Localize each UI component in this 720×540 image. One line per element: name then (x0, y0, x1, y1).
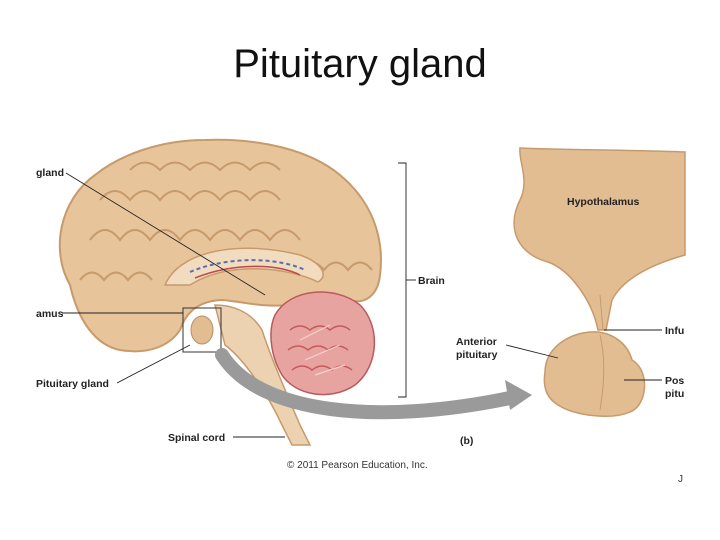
label-pineal-gland: gland (36, 167, 64, 179)
hypothalamus-pituitary-detail (513, 147, 686, 417)
transition-arrow (215, 348, 532, 420)
label-posterior-line1: Pos (665, 375, 684, 387)
label-infundibulum: Infu (665, 325, 684, 337)
label-spinal-cord: Spinal cord (168, 432, 225, 444)
pineal-leader (65, 172, 266, 296)
label-pituitary-gland: Pituitary gland (36, 378, 109, 390)
anterior-leader (505, 344, 559, 359)
label-posterior-line2: pitu (665, 388, 684, 400)
cerebellum (270, 291, 376, 396)
edge-mark: J (678, 474, 683, 485)
hypothalamus-region (190, 315, 214, 345)
label-hypothalamus-left: amus (36, 308, 64, 320)
copyright-notice: © 2011 Pearson Education, Inc. (287, 460, 428, 471)
pituitary-inset-box (182, 307, 222, 353)
label-panel-b: (b) (460, 435, 473, 447)
brain-bracket (398, 162, 407, 398)
page-title: Pituitary gland (233, 42, 487, 86)
label-hypothalamus-right: Hypothalamus (567, 196, 640, 208)
pituitary-leader (116, 344, 191, 384)
label-anterior-line2: pituitary (456, 349, 498, 361)
label-anterior-line1: Anterior (456, 336, 497, 348)
label-brain: Brain (418, 275, 445, 287)
